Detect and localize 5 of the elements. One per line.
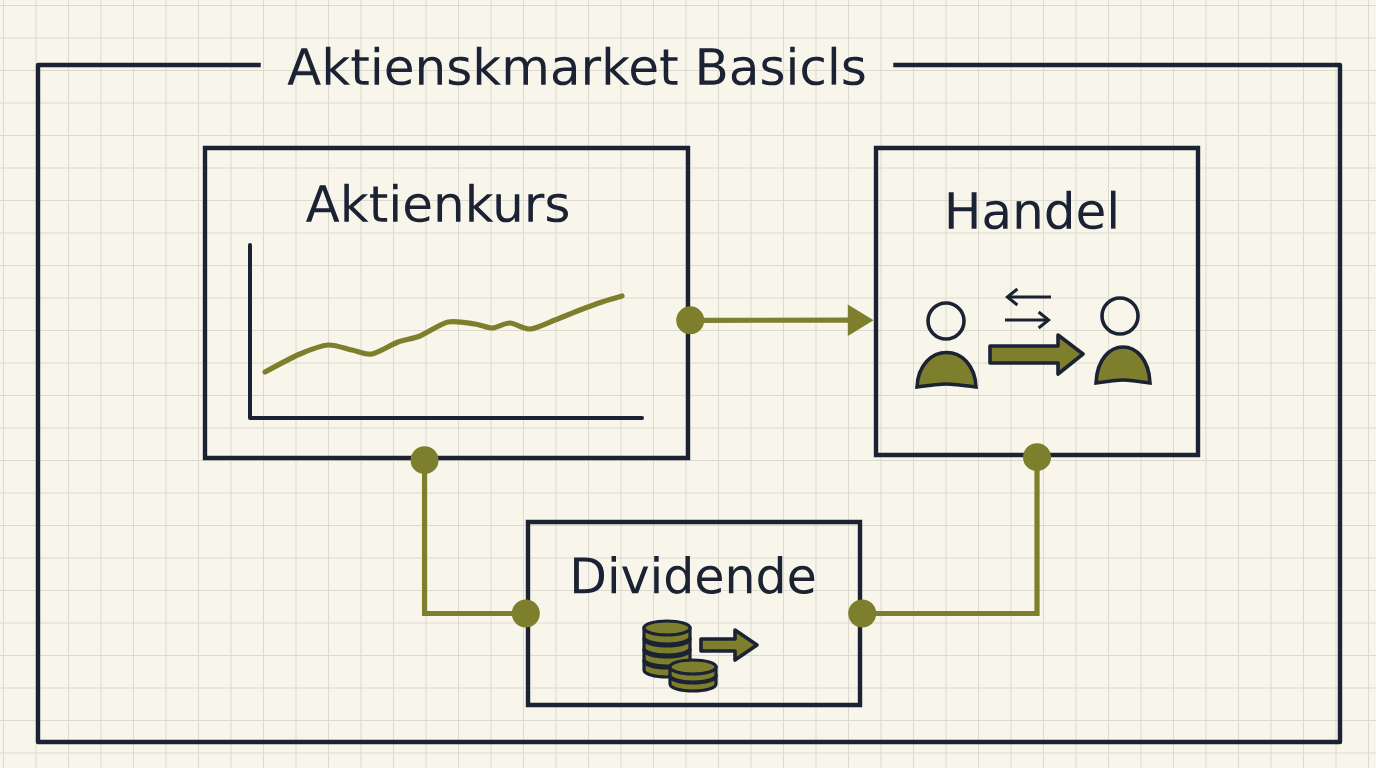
panel-box: Handel (873, 145, 1201, 458)
connector-line (410, 446, 540, 628)
connector-line (848, 443, 1051, 628)
panel-box: Dividende (525, 519, 863, 708)
panel-box: Aktienkurs (202, 145, 691, 461)
